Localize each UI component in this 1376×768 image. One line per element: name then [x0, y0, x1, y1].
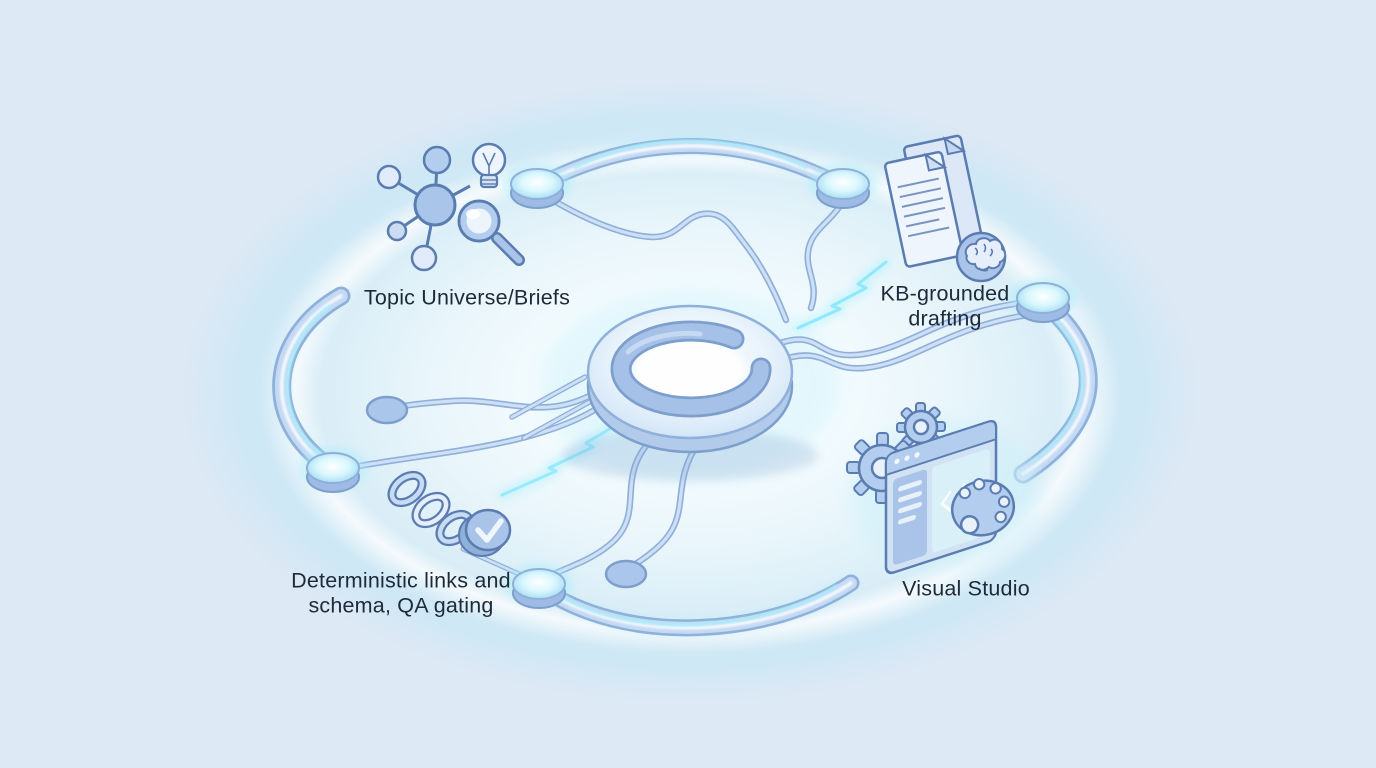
connector-arc-left: [282, 296, 341, 468]
puck: [809, 164, 877, 209]
label-deterministic-links: Deterministic links and schema, QA gatin…: [291, 568, 511, 618]
puck: [1009, 278, 1077, 323]
hub-ring-highlight: [625, 330, 703, 355]
endpoint-discs: [365, 395, 648, 589]
network-graph-icon: [376, 145, 471, 272]
hub-inner-glow: [634, 339, 746, 405]
label-topic-universe: Topic Universe/Briefs: [363, 285, 571, 310]
puck: [505, 564, 573, 609]
puck: [299, 448, 367, 493]
label-kb-grounded-drafting: KB-grounded drafting: [880, 281, 1010, 331]
connector-arc-right: [1023, 302, 1088, 474]
disc-left: [365, 395, 409, 425]
hub-shadow: [562, 429, 818, 481]
documents-icon: [883, 134, 983, 268]
connector-arc-bottom: [539, 583, 851, 628]
brain-badge-icon: [955, 231, 1007, 283]
check-badge-icon: [458, 508, 512, 557]
gears-icon: [846, 402, 946, 504]
label-visual-studio: Visual Studio: [902, 576, 1030, 601]
palette-icon: [950, 478, 1016, 537]
connector-arc-top: [537, 141, 843, 186]
magnifier-icon: [457, 199, 525, 266]
central-ring-hub: [562, 304, 818, 481]
lightbulb-icon: [471, 142, 507, 189]
puck: [503, 164, 571, 209]
node-pucks: [299, 164, 1077, 609]
disc-bottom: [604, 559, 648, 589]
